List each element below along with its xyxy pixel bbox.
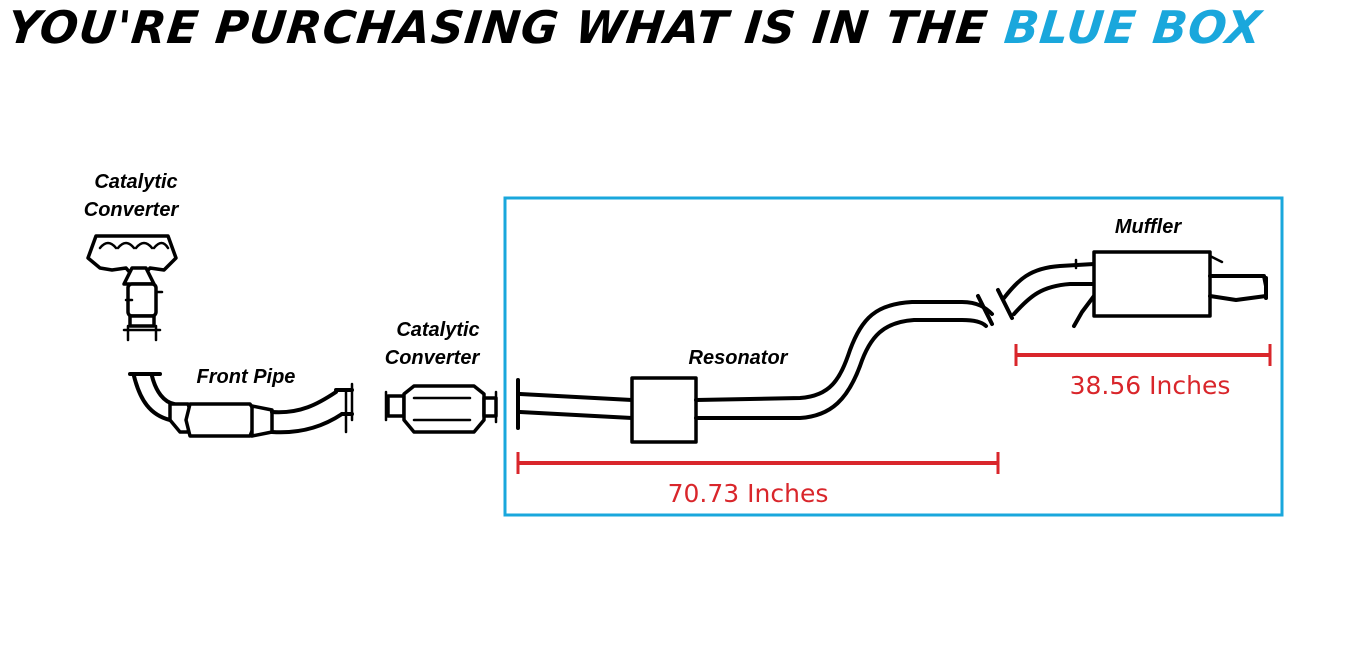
dimension-resonator xyxy=(516,452,1000,474)
manifold-catalytic-converter xyxy=(86,234,178,342)
muffler-label: Muffler xyxy=(1115,216,1183,238)
resonator-body xyxy=(630,376,698,444)
resonator-label: Resonator xyxy=(689,347,789,369)
blue-box xyxy=(503,196,1284,517)
resonator-assembly xyxy=(516,288,1014,444)
front-pipe-label: Front Pipe xyxy=(197,366,296,388)
muffler-body xyxy=(1092,250,1212,318)
cat-label-line1: Catalytic xyxy=(396,319,479,341)
cat-label-line2: Converter xyxy=(385,347,481,369)
front-pipe xyxy=(128,372,354,438)
dimension-muffler xyxy=(1014,344,1272,366)
dimension-resonator-text: 70.73 Inches xyxy=(668,479,829,508)
muffler-assembly xyxy=(1002,250,1268,328)
manifold-cat-label-line2: Converter xyxy=(84,199,180,221)
catalytic-converter xyxy=(384,384,498,434)
dimension-muffler-text: 38.56 Inches xyxy=(1070,371,1231,400)
manifold-cat-label-line1: Catalytic xyxy=(94,171,177,193)
